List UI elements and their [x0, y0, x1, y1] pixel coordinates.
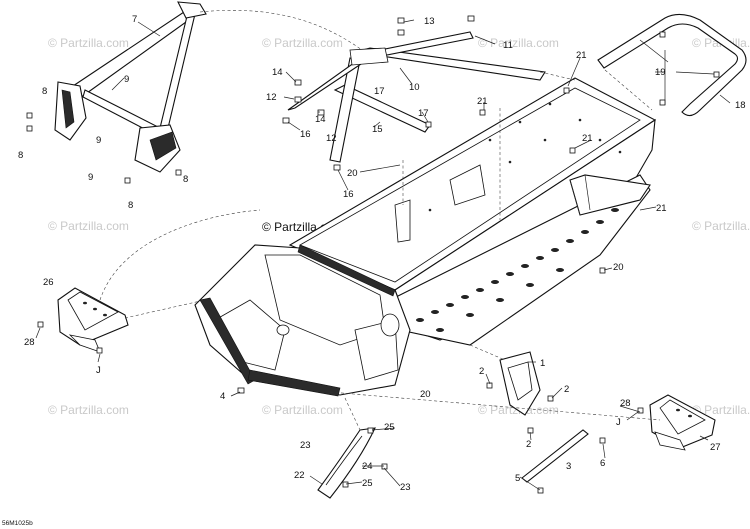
fasteners: [26, 15, 720, 494]
callout-label: 21: [576, 50, 587, 61]
column-top-bracket: [177, 1, 207, 19]
callout-label: 17: [418, 108, 429, 119]
left-footrest: [57, 287, 129, 353]
callout-label: 8: [183, 174, 188, 185]
callout-label: 28: [24, 337, 35, 348]
tunnel-rivets: [428, 102, 622, 212]
upper-column: [54, 1, 207, 173]
callout-labels: 7 9 9 9 8 8 8 8 13 11 10 14 14 12 12 16 …: [18, 14, 746, 493]
callout-label: 9: [124, 74, 129, 85]
callout-label: 9: [88, 172, 93, 183]
callout-label: 21: [477, 96, 488, 107]
callout-label: 23: [300, 440, 311, 451]
callout-label: 25: [384, 422, 395, 433]
callout-label: 23: [400, 482, 411, 493]
callout-label: 25: [362, 478, 373, 489]
watermark: © Partzilla.com: [478, 36, 559, 50]
callout-label: 8: [18, 150, 23, 161]
callout-label: 5: [515, 473, 520, 484]
rear-bumper: [597, 13, 747, 117]
callout-label: 20: [420, 389, 431, 400]
support-rods: [287, 31, 546, 163]
rod-3: [521, 429, 589, 483]
callout-label: 21: [656, 203, 667, 214]
callout-label: 27: [710, 442, 721, 453]
diagram-code: 56M1025b: [2, 520, 33, 527]
callout-label: 22: [294, 470, 305, 481]
callout-label: 12: [326, 133, 337, 144]
callout-label: 16: [343, 189, 354, 200]
callout-label: 24: [362, 461, 373, 472]
callout-label: 4: [220, 391, 225, 402]
bracket-22: [317, 427, 376, 499]
callout-label: 15: [372, 124, 383, 135]
watermark: © Partzilla.com: [262, 36, 343, 50]
watermark: © Partzilla.com: [48, 403, 129, 417]
callout-label: 11: [503, 40, 513, 51]
callout-label: 8: [128, 200, 133, 211]
callout-label: 7: [132, 14, 137, 25]
watermark: © Partzilla.com: [262, 403, 343, 417]
running-board-holes: [416, 208, 619, 332]
callout-label: 21: [582, 133, 593, 144]
callout-label: 3: [566, 461, 571, 472]
callout-label: 10: [409, 82, 420, 93]
callout-label: 19: [655, 67, 666, 78]
callout-label: 2: [564, 384, 569, 395]
callout-label: 17: [374, 86, 385, 97]
watermark: © Partzilla.com: [692, 219, 750, 233]
right-footrest: [649, 394, 716, 451]
watermark: © Partzilla.com: [48, 219, 129, 233]
callout-label: 26: [43, 277, 54, 288]
callout-label: 8: [42, 86, 47, 97]
callout-label: J: [96, 365, 101, 376]
callout-label: 2: [526, 439, 531, 450]
chassis-frame: [194, 77, 657, 397]
watermark: © Partzilla.com: [692, 403, 750, 417]
leader-lines: [35, 10, 731, 491]
callout-label: 1: [540, 358, 545, 369]
callout-label: 14: [315, 114, 326, 125]
callout-label: J: [616, 417, 621, 428]
callout-label: 18: [735, 100, 746, 111]
callout-label: 2: [479, 366, 484, 377]
bracket-1: [499, 351, 541, 416]
callout-label: 9: [96, 135, 101, 146]
callout-label: 13: [424, 16, 435, 27]
callout-label: 12: [266, 92, 277, 103]
callout-label: 14: [272, 67, 283, 78]
callout-label: 20: [347, 168, 358, 179]
callout-label: 20: [613, 262, 624, 273]
callout-label: 28: [620, 398, 631, 409]
callout-label: 16: [300, 129, 311, 140]
watermark: © Partzilla.com: [48, 36, 129, 50]
callout-label: 6: [600, 458, 605, 469]
